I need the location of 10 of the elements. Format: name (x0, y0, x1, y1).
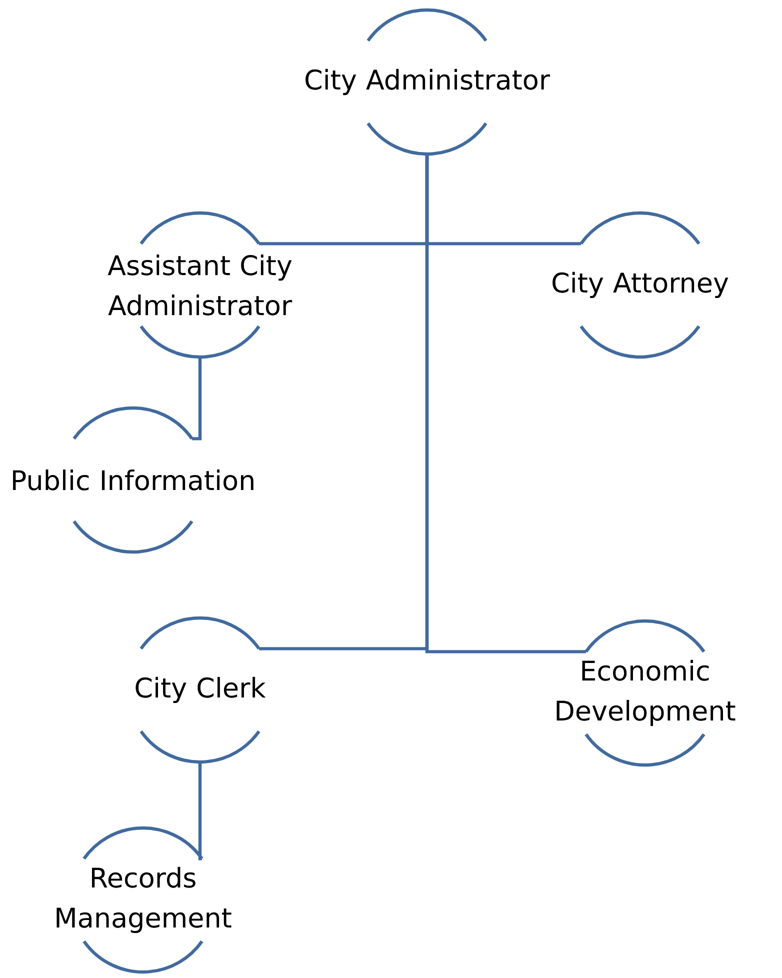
org-unit: City Administrator (306, 8, 550, 156)
org-unit: Assistant City Administrator (108, 211, 292, 359)
org-unit: Records Management (56, 826, 232, 974)
connector-line (192, 357, 202, 440)
org-unit: City Clerk (136, 616, 266, 764)
connector-line (425, 154, 586, 654)
org-unit: Economic Development (556, 619, 736, 767)
org-unit: Public Information (13, 406, 254, 554)
connector-line (198, 762, 202, 860)
org-unit: City Attorney (552, 211, 728, 359)
